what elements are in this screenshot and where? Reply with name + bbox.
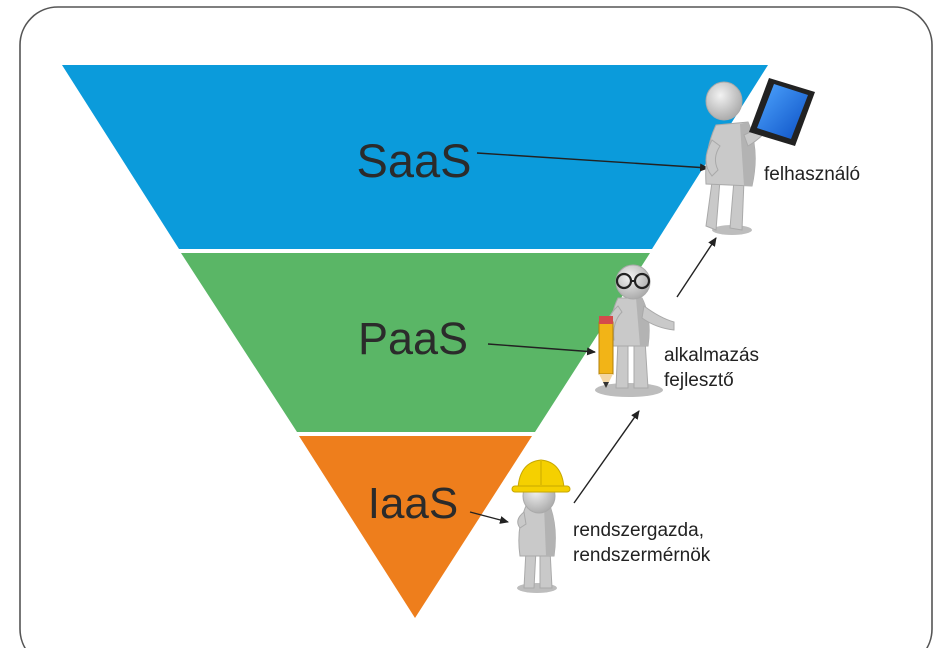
saas-layer	[62, 65, 768, 249]
iaas-layer	[299, 436, 532, 618]
saas-to-user-arrow	[476, 152, 709, 172]
admin-role-label-line2: rendszermérnök	[573, 545, 711, 566]
hard-hat-icon	[511, 459, 571, 493]
admin-to-developer-arrow	[573, 410, 640, 504]
person-with-tablet-icon	[705, 78, 815, 235]
developer-to-user-arrow	[676, 237, 717, 298]
glasses-icon	[615, 272, 651, 290]
tablet-icon	[749, 78, 815, 146]
user-role-label: felhasználó	[764, 164, 860, 185]
person-with-pencil-and-glasses-icon	[595, 264, 675, 397]
paas-to-developer-arrow	[487, 343, 596, 356]
iaas-to-admin-arrow	[469, 511, 509, 524]
developer-role-label-line1: alkalmazás	[664, 345, 759, 366]
paas-layer	[181, 253, 650, 432]
person-with-hard-hat-icon	[511, 459, 571, 593]
iaas-label: IaaS	[368, 479, 459, 528]
admin-role-label-line1: rendszergazda,	[573, 520, 704, 541]
saas-label: SaaS	[357, 134, 472, 187]
pencil-icon	[598, 316, 614, 388]
developer-role-label-line2: fejlesztő	[664, 370, 734, 391]
paas-label: PaaS	[358, 313, 468, 364]
